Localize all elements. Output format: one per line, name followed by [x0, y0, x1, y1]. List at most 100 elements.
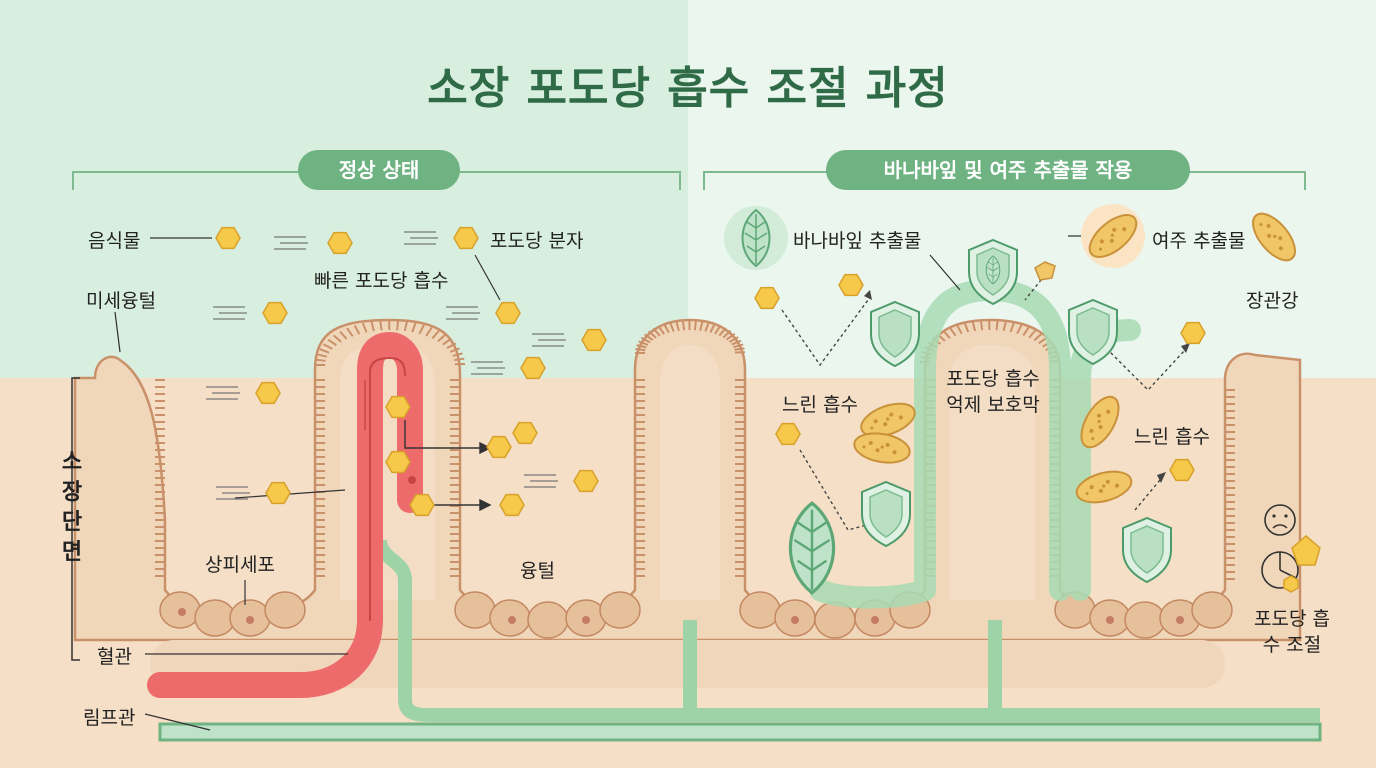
microvillus — [714, 325, 722, 335]
microvillus — [722, 329, 732, 339]
glucose-hexagon-icon — [385, 395, 411, 419]
microvillus — [647, 330, 657, 339]
label-lymph: 림프관 — [83, 707, 136, 729]
microvillus — [657, 325, 666, 335]
leaf-icon — [724, 206, 788, 270]
glucose-hexagon-icon — [499, 493, 525, 517]
microvillus — [431, 330, 440, 340]
glucose-hexagon-icon — [327, 231, 353, 255]
label-banaba-extract: 바나바잎 추출물 — [793, 230, 922, 252]
microvillus — [346, 327, 354, 337]
microvillus — [403, 320, 409, 332]
microvillus — [638, 340, 649, 346]
glucose-hexagon-icon — [495, 301, 521, 325]
microvillus — [640, 336, 651, 344]
microvillus — [323, 343, 333, 350]
label-regulation: 포도당 흡수 조절 — [1254, 608, 1330, 656]
label-barrier: 포도당 흡수 억제 보호막 — [946, 368, 1040, 416]
glucose-hexagon-icon — [453, 226, 479, 250]
glucose-hexagon-icon — [1169, 458, 1195, 482]
microvillus — [971, 321, 977, 332]
section-label-normal: 정상 상태 — [298, 150, 460, 190]
bitter-melon-icon — [850, 204, 1304, 509]
microvillus — [1028, 329, 1037, 339]
microvillus — [644, 333, 654, 341]
microvillus — [675, 320, 680, 331]
microvillus — [636, 344, 647, 349]
label-lumen: 장관강 — [1246, 290, 1299, 312]
microvillus — [1016, 324, 1023, 334]
label-blood-vessel: 혈관 — [97, 646, 132, 668]
glucose-hexagon-icon — [262, 301, 288, 325]
label-section-vertical-text: 소장 단면 — [61, 450, 83, 565]
microvillus — [699, 320, 704, 331]
microvillus — [718, 327, 727, 337]
microvillus — [327, 338, 337, 347]
glucose-hexagon-icon — [838, 273, 864, 297]
glucose-hexagon-icon — [573, 469, 599, 493]
microvillus — [979, 320, 984, 331]
microvillus — [442, 337, 452, 346]
microvillus — [454, 357, 465, 362]
glucose-hexagon-icon — [1180, 321, 1206, 345]
pie-chart-icon — [1261, 535, 1321, 593]
label-epithelial: 상피세포 — [205, 554, 275, 576]
microvillus — [734, 347, 745, 351]
glucose-hexagon-icon — [265, 481, 291, 505]
label-slow-absorption-1: 느린 흡수 — [782, 394, 858, 416]
microvillus — [728, 336, 739, 343]
microvillus — [731, 339, 742, 346]
label-slow-absorption-2: 느린 흡수 — [1134, 426, 1210, 448]
microvillus — [635, 348, 646, 352]
microvillus — [709, 323, 716, 333]
glucose-hexagon-icon — [409, 493, 435, 517]
microvillus — [332, 334, 342, 343]
microvillus — [396, 320, 400, 331]
glucose-hexagon-icon — [255, 381, 281, 405]
page-title: 소장 포도당 흡수 조절 과정 — [427, 63, 949, 114]
glucose-hexagon-icon — [486, 435, 512, 459]
microvillus — [379, 320, 383, 331]
microvillus — [1009, 322, 1015, 333]
microvillus — [963, 322, 970, 333]
glucose-hexagon-icon — [754, 286, 780, 310]
label-glucose-molecule: 포도당 분자 — [490, 230, 584, 252]
microvillus — [693, 320, 697, 331]
microvillus — [942, 330, 951, 339]
microvillus — [726, 332, 736, 341]
microvillus — [315, 358, 326, 362]
glucose-hexagon-icon — [385, 450, 411, 474]
microvillus — [452, 352, 463, 357]
label-food: 음식물 — [88, 230, 141, 252]
microvillus — [956, 324, 963, 335]
glucose-hexagon-icon — [215, 226, 241, 250]
microvillus — [353, 324, 361, 335]
microvillus — [733, 343, 744, 349]
label-fast-absorption: 빠른 포도당 흡수 — [314, 270, 449, 292]
glucose-hexagon-icon — [581, 328, 607, 352]
glucose-hexagon-icon — [520, 356, 546, 380]
label-villus: 융털 — [520, 560, 555, 582]
microvillus — [425, 327, 433, 337]
section-label-treated: 바나바잎 및 여주 추출물 작용 — [826, 150, 1190, 190]
label-section-vertical: 소장 단면 — [60, 448, 84, 568]
glucose-hexagon-icon — [512, 421, 538, 445]
microvillus — [437, 333, 446, 343]
microvillus — [449, 347, 460, 353]
microvillus — [949, 327, 957, 337]
microvillus — [339, 330, 348, 340]
sad-face-icon — [1264, 504, 1296, 536]
microvillus — [669, 321, 675, 332]
microvillus — [446, 342, 457, 350]
microvillus — [316, 353, 328, 358]
microvillus — [995, 320, 999, 331]
microvillus — [1002, 320, 1007, 332]
microvillus — [370, 321, 375, 332]
microvillus — [1022, 326, 1030, 336]
microvillus — [418, 324, 425, 335]
label-microvilli: 미세융털 — [86, 290, 156, 312]
microvillus — [411, 322, 417, 333]
microvillus — [681, 320, 686, 331]
